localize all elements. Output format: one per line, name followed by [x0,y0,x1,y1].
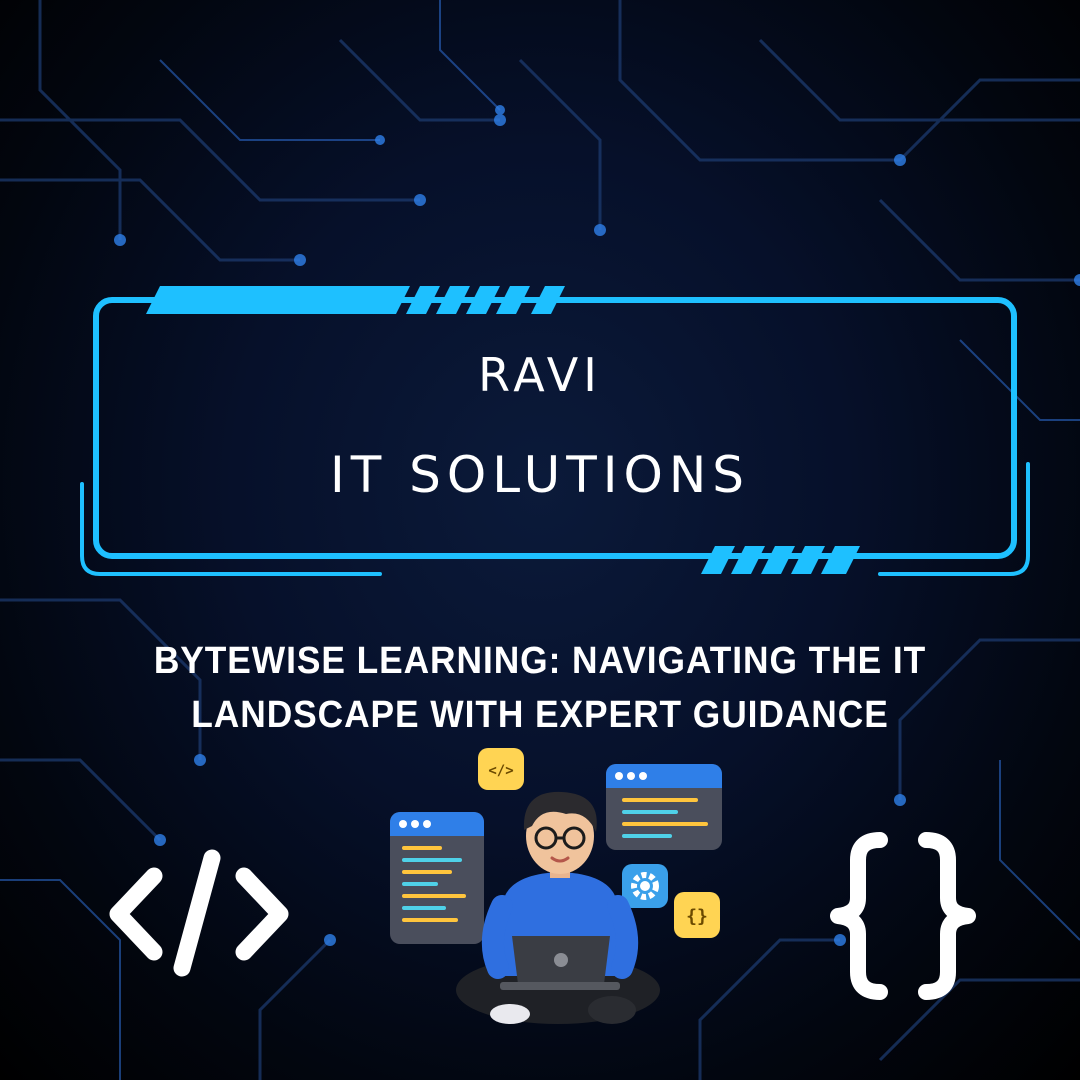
gear-badge-icon [622,864,668,908]
headline-line-1: BYTEWISE LEARNING: NAVIGATING THE IT [153,640,927,682]
code-badge-icon: </> [478,748,524,790]
headline: BYTEWISE LEARNING: NAVIGATING THE IT LAN… [122,634,959,742]
svg-text:</>: </> [488,763,513,779]
code-tag-icon [109,849,289,977]
brand-name: RAVI [478,348,602,402]
code-window-left [390,812,484,944]
brand-subtitle: IT SOLUTIONS [329,446,751,504]
braces-badge-icon: {} [674,892,720,938]
svg-text:{}: {} [686,906,708,927]
developer-illustration: </> {} [390,748,722,1024]
headline-line-2: LANDSCAPE WITH EXPERT GUIDANCE [191,694,889,736]
person-figure [456,791,660,1024]
code-window-right [606,764,722,850]
curly-braces-icon [830,832,976,1000]
